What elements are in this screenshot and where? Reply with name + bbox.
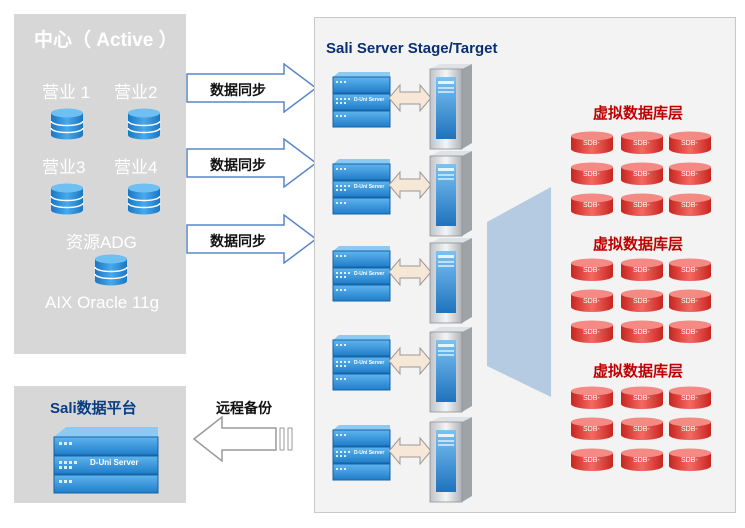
database-icon xyxy=(50,183,84,215)
database-icon xyxy=(94,254,128,286)
sdb-database-icon: SDB- xyxy=(620,258,664,282)
sdb-database-icon: SDB- xyxy=(570,193,614,217)
rack-server-icon xyxy=(330,71,392,134)
branch-1-label: 营业 1 xyxy=(42,83,91,102)
sdb-label: SDB- xyxy=(583,202,600,209)
sdb-database-icon: SDB- xyxy=(570,386,614,410)
sdb-label: SDB- xyxy=(583,298,600,305)
funnel-shape xyxy=(487,187,551,397)
sdb-database-icon: SDB- xyxy=(620,193,664,217)
sdb-label: SDB- xyxy=(583,171,600,178)
sync-arrow-label: 数据同步 xyxy=(210,233,266,249)
sdb-database-icon: SDB- xyxy=(620,131,664,155)
sdb-database-icon: SDB- xyxy=(570,162,614,186)
sdb-database-icon: SDB- xyxy=(620,417,664,441)
tower-server-icon xyxy=(424,237,474,330)
sdb-database-icon: SDB- xyxy=(668,258,712,282)
sdb-database-icon: SDB- xyxy=(620,386,664,410)
rack-server-label: D-Uni Server xyxy=(354,360,385,366)
sdb-database-icon: SDB- xyxy=(668,417,712,441)
rack-server-label: D-Uni Server xyxy=(354,271,385,277)
sdb-database-icon: SDB- xyxy=(570,289,614,313)
sdb-label: SDB- xyxy=(681,329,698,336)
sdb-database-icon: SDB- xyxy=(668,289,712,313)
sdb-database-icon: SDB- xyxy=(668,162,712,186)
virtual-db-layer-title: 虚拟数据库层 xyxy=(593,105,684,122)
sdb-label: SDB- xyxy=(583,426,600,433)
rack-server-label: D-Uni Server xyxy=(354,450,385,456)
branch-3-label: 营业3 xyxy=(42,158,86,177)
sdb-label: SDB- xyxy=(633,395,650,402)
sdb-database-icon: SDB- xyxy=(570,320,614,344)
database-icon xyxy=(50,108,84,140)
rack-server-label: D-Uni Server xyxy=(354,97,385,103)
sdb-label: SDB- xyxy=(681,267,698,274)
platform-server-label: D-Uni Server xyxy=(90,458,139,467)
center-panel xyxy=(14,14,186,354)
sdb-database-icon: SDB- xyxy=(620,320,664,344)
tower-server-icon xyxy=(424,63,474,156)
sdb-label: SDB- xyxy=(633,298,650,305)
rack-server-icon xyxy=(330,334,392,397)
sdb-database-icon: SDB- xyxy=(668,320,712,344)
sdb-label: SDB- xyxy=(681,395,698,402)
sdb-database-icon: SDB- xyxy=(620,289,664,313)
sdb-database-icon: SDB- xyxy=(668,386,712,410)
branch-2-label: 营业2 xyxy=(114,83,158,102)
platform-server-icon xyxy=(53,427,159,494)
sdb-label: SDB- xyxy=(633,329,650,336)
rack-server-icon xyxy=(330,424,392,487)
target-title: Sali Server Stage/Target xyxy=(326,40,498,57)
sync-arrow-label: 数据同步 xyxy=(210,82,266,98)
sdb-label: SDB- xyxy=(681,426,698,433)
sdb-database-icon: SDB- xyxy=(570,448,614,472)
sync-arrow xyxy=(186,214,318,264)
platform-title: Sali数据平台 xyxy=(50,400,137,417)
sdb-database-icon: SDB- xyxy=(668,131,712,155)
database-icon xyxy=(127,183,161,215)
rack-server-icon xyxy=(330,158,392,221)
tower-server-icon xyxy=(424,150,474,243)
sdb-label: SDB- xyxy=(583,329,600,336)
tower-server-icon xyxy=(424,326,474,419)
sdb-database-icon: SDB- xyxy=(668,448,712,472)
sdb-database-icon: SDB- xyxy=(620,162,664,186)
sdb-database-icon: SDB- xyxy=(570,417,614,441)
sdb-label: SDB- xyxy=(583,140,600,147)
center-title: 中心（ Active ） xyxy=(34,30,178,51)
sdb-label: SDB- xyxy=(681,171,698,178)
sync-arrow xyxy=(186,63,318,113)
sdb-label: SDB- xyxy=(681,140,698,147)
sdb-database-icon: SDB- xyxy=(570,258,614,282)
sdb-label: SDB- xyxy=(633,426,650,433)
sdb-database-icon: SDB- xyxy=(570,131,614,155)
sdb-label: SDB- xyxy=(633,202,650,209)
resource-adg-label: 资源ADG xyxy=(66,233,137,252)
rack-server-icon xyxy=(330,245,392,308)
tower-server-icon xyxy=(424,416,474,509)
aix-oracle-label: AIX Oracle 11g xyxy=(45,293,160,312)
sdb-label: SDB- xyxy=(633,171,650,178)
sdb-label: SDB- xyxy=(583,457,600,464)
database-icon xyxy=(127,108,161,140)
branch-4-label: 营业4 xyxy=(114,158,158,177)
sync-arrow xyxy=(186,138,318,188)
virtual-db-layer-title: 虚拟数据库层 xyxy=(593,363,684,380)
sdb-database-icon: SDB- xyxy=(668,193,712,217)
backup-arrow xyxy=(192,416,293,462)
backup-label: 远程备份 xyxy=(216,400,272,416)
sdb-label: SDB- xyxy=(633,140,650,147)
virtual-db-layer-title: 虚拟数据库层 xyxy=(593,236,684,253)
sdb-label: SDB- xyxy=(583,395,600,402)
sdb-label: SDB- xyxy=(633,267,650,274)
rack-server-label: D-Uni Server xyxy=(354,184,385,190)
sdb-label: SDB- xyxy=(681,202,698,209)
sdb-label: SDB- xyxy=(681,457,698,464)
sdb-label: SDB- xyxy=(633,457,650,464)
sdb-label: SDB- xyxy=(583,267,600,274)
sync-arrow-label: 数据同步 xyxy=(210,157,266,173)
sdb-label: SDB- xyxy=(681,298,698,305)
sdb-database-icon: SDB- xyxy=(620,448,664,472)
